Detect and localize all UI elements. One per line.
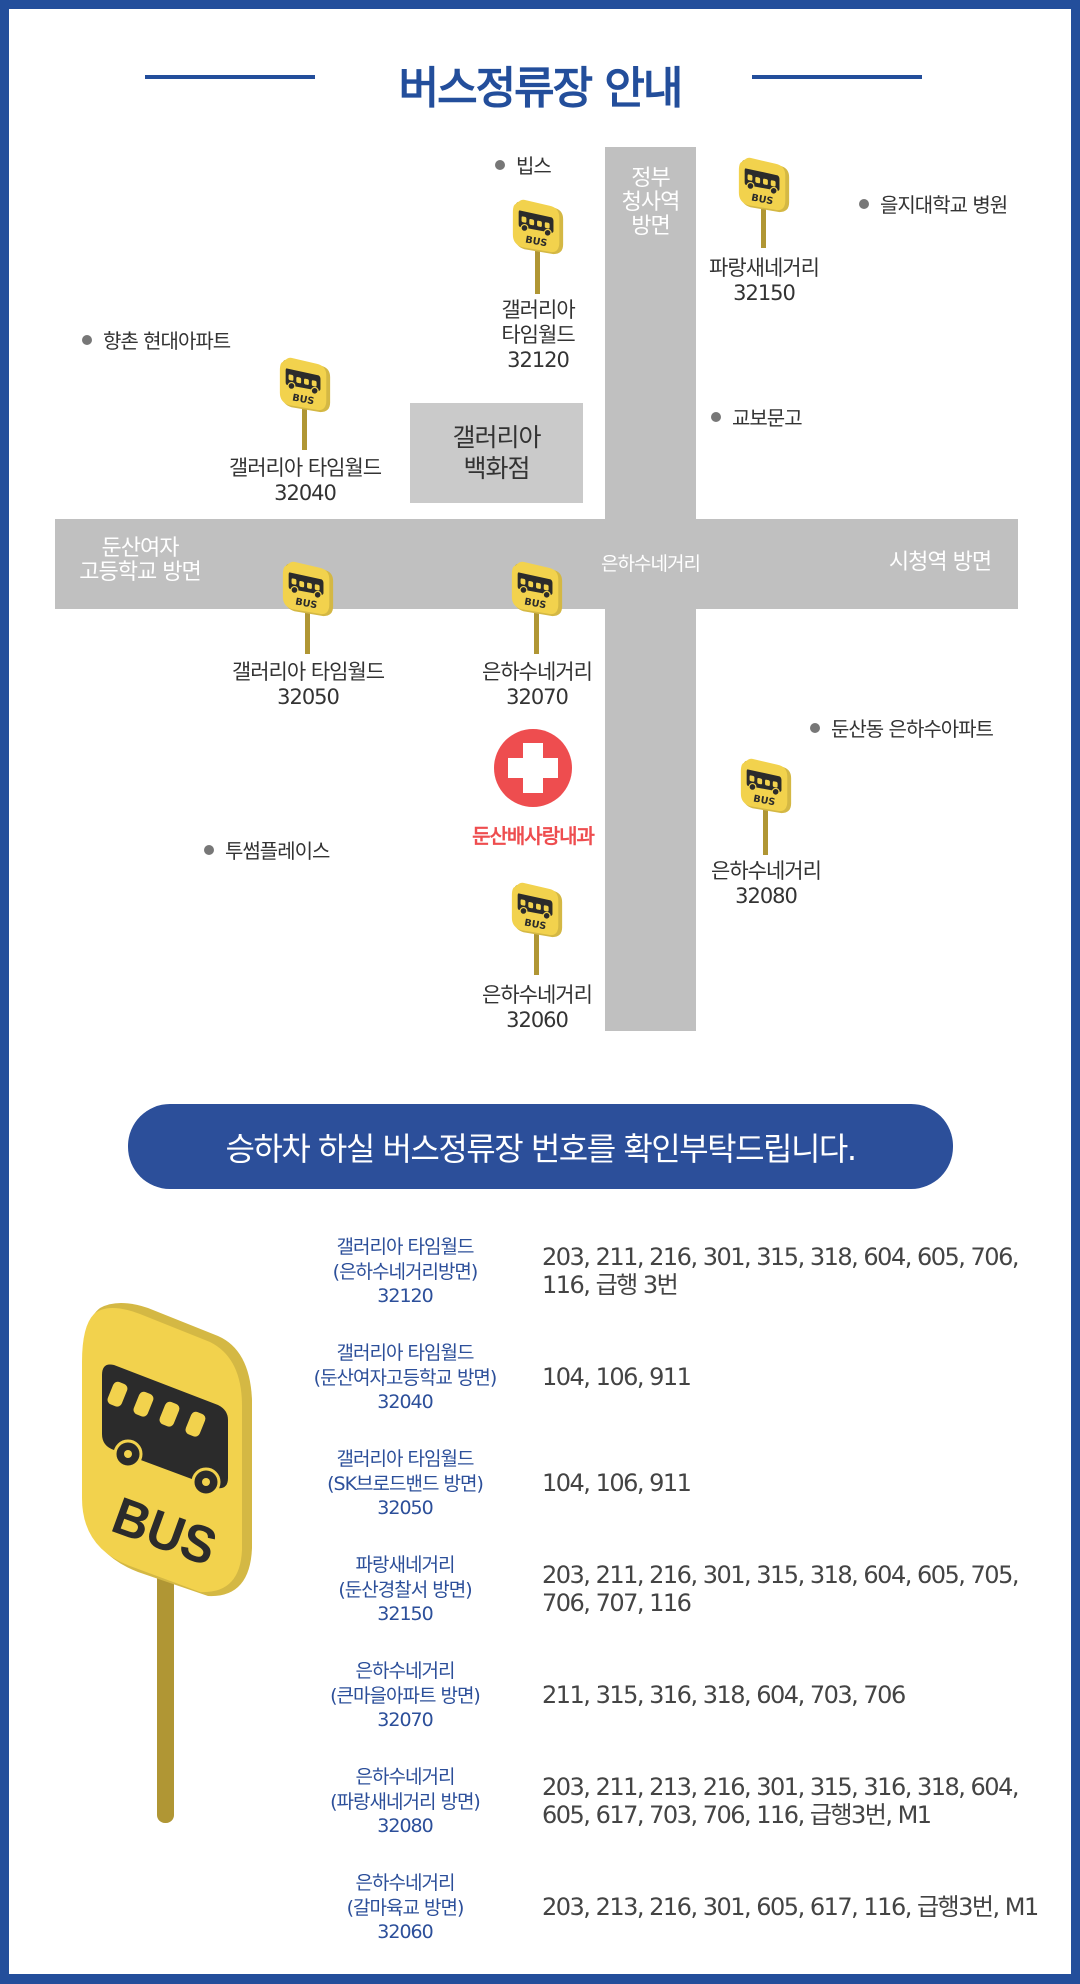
bus-stop-sign-icon	[735, 156, 793, 214]
galleria-department-store: 갤러리아 백화점	[410, 403, 583, 503]
landmark-twosome: 투썸플레이스	[204, 835, 330, 864]
landmark-vips: 빕스	[495, 150, 552, 179]
route-row: 은하수네거리(파랑새네거리 방면)32080 203, 211, 213, 21…	[280, 1752, 1070, 1852]
route-row: 갤러리아 타임월드(SK브로드밴드 방면)32050 104, 106, 911	[280, 1434, 1070, 1534]
title-rule-right	[752, 75, 922, 79]
landmark-kyobo: 교보문고	[711, 402, 803, 431]
landmark-hyangchon-apt: 향촌 현대아파트	[82, 325, 231, 354]
road-label-east: 시청역 방면	[888, 550, 992, 575]
big-sign-pole	[157, 1560, 174, 1823]
landmark-eunhasu-apt: 둔산동 은하수아파트	[810, 713, 994, 742]
route-stop: 은하수네거리(파랑새네거리 방면)32080	[330, 1765, 481, 1838]
bus-stop-sign-icon	[508, 881, 566, 939]
medical-cross-icon	[494, 729, 572, 807]
bullet-icon	[859, 198, 869, 209]
map-stop-32150[interactable]: 파랑새네거리 32150	[684, 156, 844, 306]
map-stop-32120[interactable]: 갤러리아 타임월드 32120	[458, 198, 618, 374]
route-buses: 203, 211, 213, 216, 301, 315, 316, 318, …	[542, 1773, 1019, 1829]
bullet-icon	[810, 722, 820, 733]
route-row: 갤러리아 타임월드(은하수네거리방면)32120 203, 211, 216, …	[280, 1222, 1070, 1322]
bullet-icon	[711, 411, 721, 422]
road-label-west: 둔산여자 고등학교 방면	[79, 536, 201, 586]
map-stop-32040[interactable]: 갤러리아 타임월드 32040	[225, 356, 385, 506]
route-buses: 203, 211, 216, 301, 315, 318, 604, 605, …	[542, 1243, 1019, 1299]
route-buses: 104, 106, 911	[542, 1469, 692, 1498]
bus-stop-sign-icon	[509, 198, 567, 256]
route-row: 은하수네거리(갈마육교 방면)32060 203, 213, 216, 301,…	[280, 1858, 1070, 1958]
bus-stop-sign-icon: BUS	[82, 1303, 252, 1597]
route-row: 은하수네거리(큰마을아파트 방면)32070 211, 315, 316, 31…	[280, 1646, 1070, 1746]
bullet-icon	[495, 159, 505, 170]
map-stop-32070[interactable]: 은하수네거리 32070	[457, 560, 617, 710]
route-stop: 갤러리아 타임월드(둔산여자고등학교 방면)32040	[313, 1341, 498, 1414]
intersection-label: 은하수네거리	[601, 553, 701, 575]
route-stop: 파랑새네거리(둔산경찰서 방면)32150	[338, 1553, 472, 1626]
route-stop: 갤러리아 타임월드(SK브로드밴드 방면)32050	[327, 1447, 484, 1520]
bus-stop-sign-icon	[737, 757, 795, 815]
map-stop-32050[interactable]: 갤러리아 타임월드 32050	[228, 560, 388, 710]
map-stop-32080[interactable]: 은하수네거리 32080	[686, 757, 846, 909]
route-buses: 104, 106, 911	[542, 1363, 692, 1392]
route-buses: 211, 315, 316, 318, 604, 703, 706	[542, 1681, 906, 1710]
bus-stop-sign-icon	[279, 560, 337, 618]
bus-stop-sign-icon	[276, 356, 334, 414]
map-stop-32060[interactable]: 은하수네거리 32060	[457, 881, 617, 1033]
route-stop: 갤러리아 타임월드(은하수네거리방면)32120	[332, 1235, 479, 1308]
route-stop: 은하수네거리(큰마을아파트 방면)32070	[330, 1659, 481, 1732]
title-rule-left	[145, 75, 315, 79]
notice-banner: 승하차 하실 버스정류장 번호를 확인부탁드립니다.	[128, 1104, 953, 1189]
hospital-label: 둔산배사랑내과	[472, 824, 595, 848]
bullet-icon	[82, 334, 92, 345]
route-row: 파랑새네거리(둔산경찰서 방면)32150 203, 211, 216, 301…	[280, 1540, 1070, 1640]
route-row: 갤러리아 타임월드(둔산여자고등학교 방면)32040 104, 106, 91…	[280, 1328, 1070, 1428]
landmark-eulji-hospital: 을지대학교 병원	[859, 189, 1008, 218]
bus-stop-sign-icon	[508, 560, 566, 618]
route-buses: 203, 211, 216, 301, 315, 318, 604, 605, …	[542, 1561, 1019, 1617]
bullet-icon	[204, 844, 214, 855]
page-title: 버스정류장 안내	[398, 63, 684, 114]
road-label-north: 정부 청사역 방면	[621, 166, 681, 240]
route-stop: 은하수네거리(갈마육교 방면)32060	[346, 1871, 465, 1944]
route-buses: 203, 213, 216, 301, 605, 617, 116, 급행3번,…	[542, 1893, 1039, 1922]
